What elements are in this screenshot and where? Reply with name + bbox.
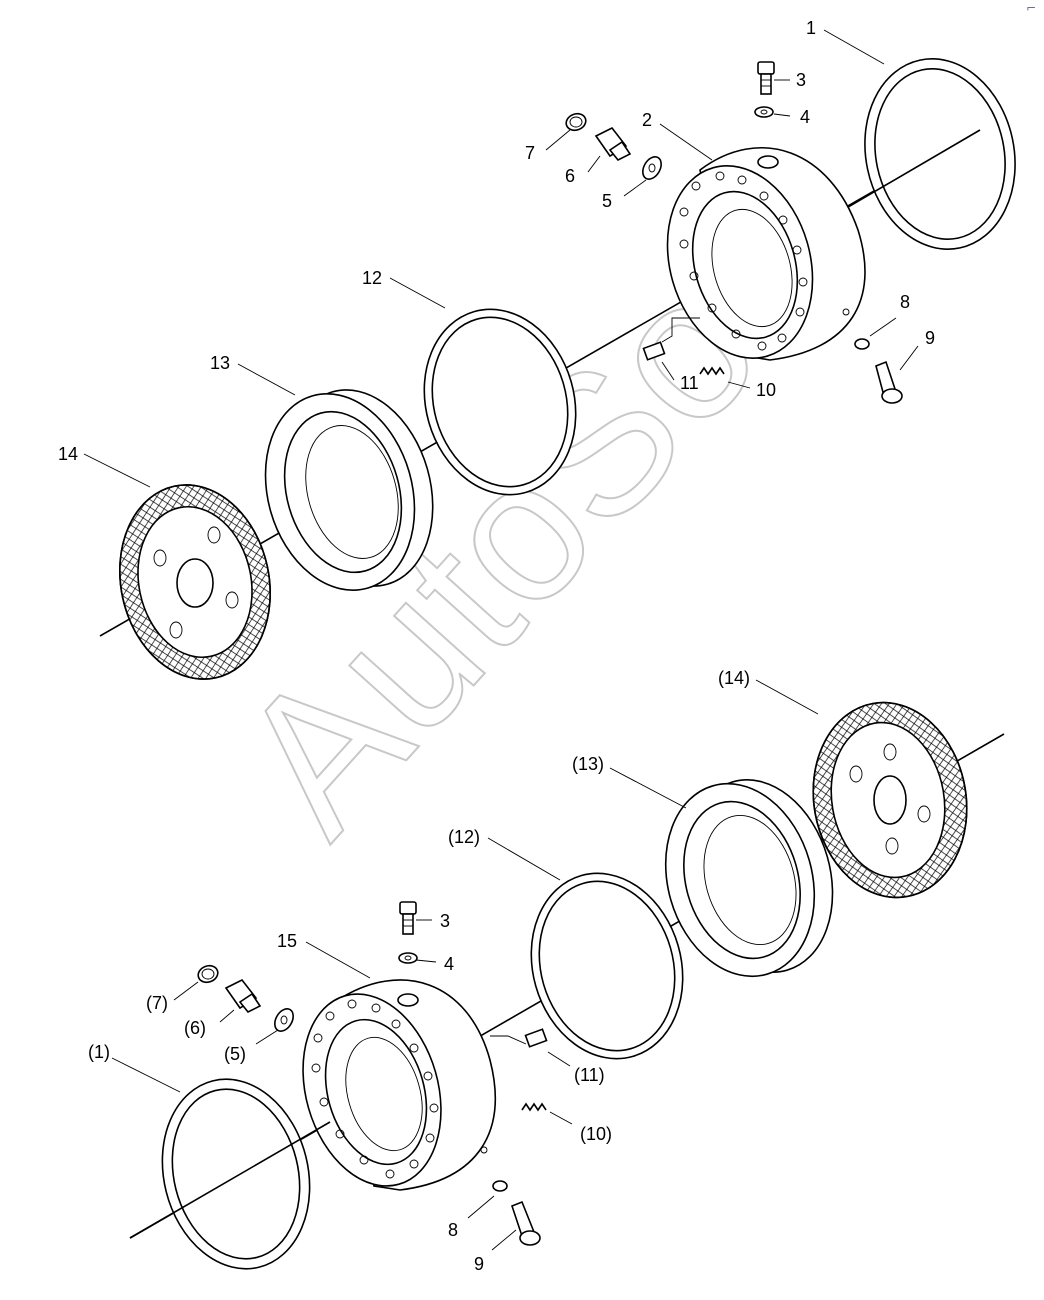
bottom-bolt-3 bbox=[399, 901, 417, 935]
bottom-callout-1: (1) bbox=[88, 1042, 110, 1062]
bottom-callout-11: (11) bbox=[574, 1065, 605, 1085]
bottom-spring-10 bbox=[521, 1102, 547, 1112]
top-callout-4: 4 bbox=[800, 107, 810, 127]
bottom-callout-12: (12) bbox=[448, 827, 480, 847]
top-washer-5 bbox=[642, 156, 662, 180]
top-callout-7: 7 bbox=[525, 143, 535, 163]
bottom-callout-4: 4 bbox=[444, 954, 454, 974]
top-oring-7 bbox=[565, 112, 587, 132]
top-callout-3: 3 bbox=[796, 70, 806, 90]
bottom-pin-11 bbox=[490, 1028, 548, 1048]
top-washer-8 bbox=[854, 338, 870, 350]
top-callout-8: 8 bbox=[900, 292, 910, 312]
top-callout-6: 6 bbox=[565, 166, 575, 186]
bottom-callout-13: (13) bbox=[572, 754, 604, 774]
top-callout-14: 14 bbox=[58, 444, 78, 464]
bottom-ring-12 bbox=[530, 872, 684, 1060]
bottom-callout-7: (7) bbox=[146, 993, 168, 1013]
bottom-callout-6: (6) bbox=[184, 1018, 206, 1038]
corner-mark: ⌐ bbox=[1026, 1, 1036, 15]
top-spring-10 bbox=[699, 366, 725, 376]
top-fitting-6 bbox=[594, 126, 632, 162]
bottom-bolt-9 bbox=[511, 1200, 541, 1246]
bottom-washer-4 bbox=[398, 952, 418, 964]
top-disc-14 bbox=[119, 484, 271, 680]
top-assembly: 1 2 3 4 5 6 7 8 9 10 11 12 13 14 bbox=[58, 18, 1016, 680]
top-callout-1: 1 bbox=[806, 18, 816, 38]
top-pin-11 bbox=[642, 317, 700, 361]
bottom-ring-1 bbox=[129, 1078, 331, 1270]
top-callout-11: 11 bbox=[680, 373, 699, 393]
bottom-assembly: (14) (13) (12) 15 3 4 (5) (6) (7) (1) (1… bbox=[88, 668, 1005, 1274]
bottom-fitting-6 bbox=[224, 978, 262, 1014]
bottom-callout-8: 8 bbox=[448, 1220, 458, 1240]
bottom-callout-15: 15 bbox=[277, 931, 297, 951]
top-housing-2 bbox=[666, 147, 866, 361]
top-ring-1 bbox=[842, 58, 1016, 250]
bottom-oring-7 bbox=[197, 964, 219, 984]
top-callout-2: 2 bbox=[642, 110, 652, 130]
bottom-washer-8 bbox=[492, 1180, 508, 1192]
top-callout-5: 5 bbox=[602, 191, 612, 211]
top-ring-12 bbox=[423, 308, 577, 496]
bottom-callout-3: 3 bbox=[440, 911, 450, 931]
bottom-housing-15 bbox=[302, 979, 497, 1191]
top-callout-10: 10 bbox=[756, 380, 776, 400]
bottom-washer-5 bbox=[274, 1008, 294, 1032]
top-leader-lines bbox=[83, 29, 919, 488]
bottom-disc-14 bbox=[812, 701, 968, 899]
top-callout-13: 13 bbox=[210, 353, 230, 373]
bottom-callout-9: 9 bbox=[474, 1254, 484, 1274]
top-washer-4 bbox=[754, 106, 774, 118]
top-callout-12: 12 bbox=[362, 268, 382, 288]
top-bolt-9 bbox=[875, 360, 903, 404]
top-piston-13 bbox=[264, 389, 434, 591]
bottom-leader-lines bbox=[111, 679, 819, 1251]
bottom-callout-10: (10) bbox=[580, 1124, 612, 1144]
top-callout-9: 9 bbox=[925, 328, 935, 348]
top-bolt-3 bbox=[757, 61, 775, 95]
bottom-piston-13 bbox=[664, 779, 834, 978]
bottom-callout-5: (5) bbox=[224, 1044, 246, 1064]
bottom-callout-14: (14) bbox=[718, 668, 750, 688]
